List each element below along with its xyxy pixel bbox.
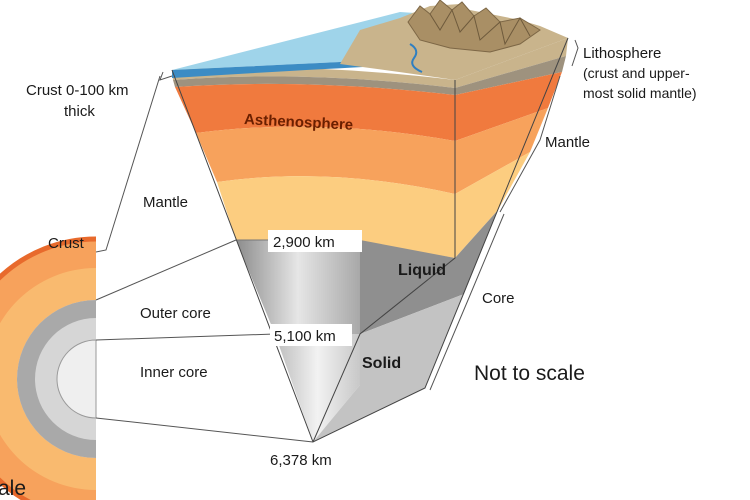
lithosphere-label-line2: (crust and upper- [583,65,690,81]
crust-thickness-label-line2: thick [64,103,95,120]
front-outer-core-face [236,240,360,334]
right-lithosphere-mantle-band [455,56,566,95]
outer-inner-boundary-leader [95,333,276,341]
ocean-shelf-edge [172,60,384,78]
depth-label-mantle-core: 2,900 km [273,234,335,251]
front-upper-mantle-band [196,126,455,194]
inner-core-cutaway [56,339,97,419]
block-right-face [313,38,568,442]
inner-core-label: Inner core [140,364,208,381]
depth-box-mantle-core [268,230,362,252]
lithosphere-label-line1: Lithosphere [583,45,661,62]
liquid-label: Liquid [398,262,446,279]
lithosphere-bracket [571,39,579,67]
crust-thickness-bracket [159,71,173,81]
leader-lines [95,39,579,443]
mantle-label-right: Mantle [545,134,590,151]
lithosphere-label-line3: most solid mantle) [583,85,697,101]
river [409,43,423,73]
core-bracket [429,213,505,391]
front-inner-core-face [275,334,360,442]
inner-core-lower-leader [95,417,314,443]
mountain-range [407,0,541,53]
right-asthenosphere-band [455,72,562,141]
mountain-shading [429,8,531,46]
core-mantle-boundary-leader [95,239,237,301]
solid-inner-core-section [313,294,464,442]
depth-label-center: 6,378 km [270,452,332,469]
earth-cutaway-sphere [0,236,97,500]
scale-fragment-label: ale [0,477,26,500]
liquid-outer-core-section [360,210,498,334]
outer-core-cutaway-highlight [35,318,96,440]
right-lower-mantle-band [455,152,530,258]
depth-box-outer-inner [270,324,352,346]
block-front-face [172,67,455,442]
not-to-scale-label: Not to scale [474,362,585,385]
mantle-bracket [499,75,561,213]
block-outline [171,37,569,443]
crust-thickness-label-line1: Crust 0-100 km [26,82,129,99]
mantle-label-left: Mantle [143,194,188,211]
mantle-cutaway-inner-ring [0,268,96,490]
crust-cutaway-edge [0,236,97,500]
right-upper-mantle-band [455,108,548,194]
front-asthenosphere-band [175,83,455,141]
crust-bracket-line [95,75,161,253]
core-label: Core [482,290,515,307]
asthenosphere-label: Asthenosphere [244,111,354,134]
front-lithosphere-mantle-band [173,76,455,95]
right-crust-band [455,38,568,88]
solid-label: Solid [362,355,401,372]
surface-top [172,0,568,80]
depth-label-outer-inner: 5,100 km [274,328,336,345]
crust-label-left: Crust [48,235,85,252]
outer-core-label: Outer core [140,305,211,322]
